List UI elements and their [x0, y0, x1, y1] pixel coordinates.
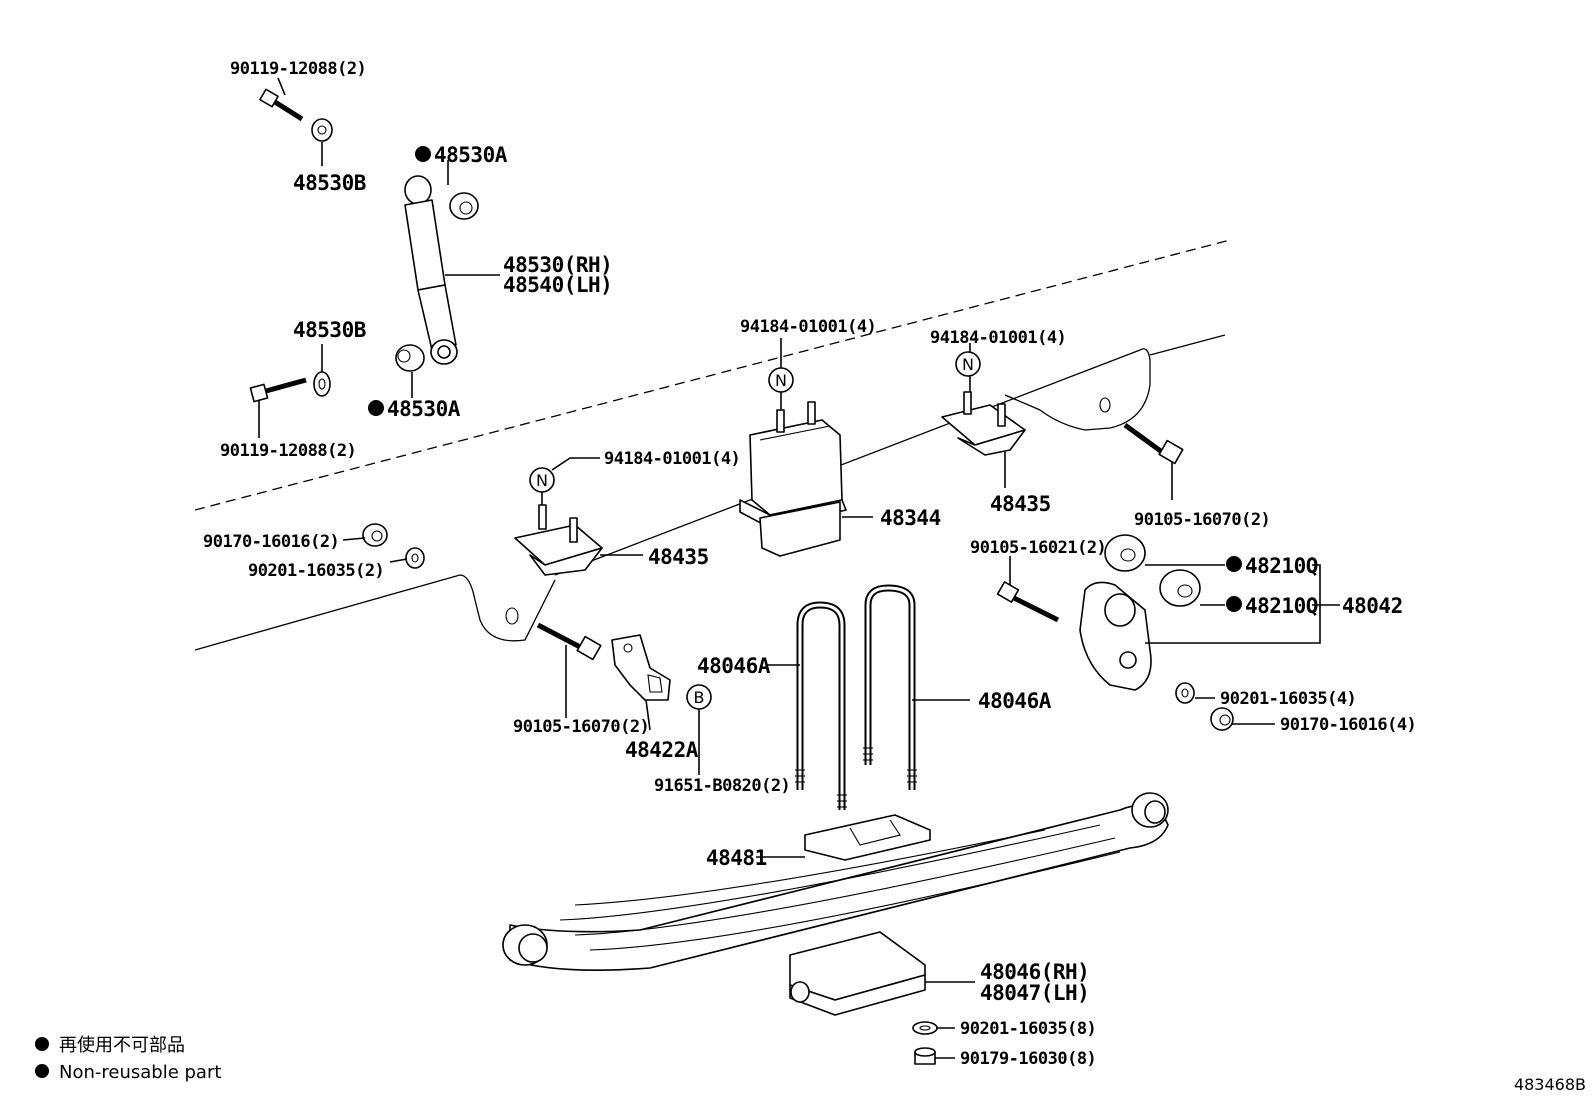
- diagram-code: 483468B: [1514, 1075, 1586, 1094]
- b-marker-text: B: [694, 688, 705, 707]
- label-plate-lh[interactable]: 48047(LH): [980, 981, 1090, 1005]
- label-bolt-lower[interactable]: 90119-12088(2): [220, 441, 357, 461]
- label-bush-2-group[interactable]: 48210Q: [1226, 594, 1318, 618]
- shackle-part: [1079, 581, 1152, 691]
- label-cushion-lower-group[interactable]: 48530A: [368, 397, 461, 421]
- label-nut-top-right[interactable]: 94184-01001(4): [930, 328, 1067, 348]
- bolt-right-mid-part: [996, 581, 1060, 623]
- label-stopper-right[interactable]: 48435: [990, 492, 1051, 516]
- frame-outline: [194, 239, 1231, 651]
- label-plate-rh[interactable]: 48046(RH): [980, 960, 1090, 984]
- label-nut-right[interactable]: 90170-16016(4): [1280, 715, 1417, 735]
- cushion-lower-part: [395, 344, 425, 372]
- label-washer-90201-left[interactable]: 90201-16035(2): [248, 561, 385, 581]
- label-stopper-left[interactable]: 48435: [648, 545, 709, 569]
- non-reusable-dot: [415, 146, 431, 162]
- non-reusable-dot: [1226, 556, 1242, 572]
- label-cushion-upper-group[interactable]: 48530A: [415, 143, 508, 167]
- bush-2-part: [1159, 569, 1201, 607]
- label-bolt-right-top[interactable]: 90105-16070(2): [1134, 510, 1271, 530]
- label-spring-seat[interactable]: 48481: [706, 846, 767, 870]
- stopper-right-part: [941, 391, 1026, 456]
- nut-bottom-part: [914, 1047, 936, 1065]
- nut-90170-left-part: [362, 523, 388, 547]
- legend: 再使用不可部品 Non-reusable part: [35, 1035, 221, 1083]
- n-marker-right: N: [955, 351, 981, 377]
- label-washer-right[interactable]: 90201-16035(4): [1220, 689, 1357, 709]
- ubolt-left-part: [795, 601, 847, 810]
- label-cushion-lower[interactable]: 48530A: [387, 397, 461, 421]
- leader-lines: [258, 77, 1340, 1059]
- label-bolt-upper[interactable]: 90119-12088(2): [230, 59, 367, 79]
- label-nut-left[interactable]: 94184-01001(4): [604, 449, 741, 469]
- legend-dot-1: [35, 1037, 49, 1051]
- legend-line-1: 再使用不可部品: [59, 1035, 185, 1056]
- n-marker-left: N: [529, 467, 555, 493]
- label-bushing-lower[interactable]: 48530B: [293, 318, 366, 342]
- bracket-part: [611, 634, 671, 701]
- legend-dot-2: [35, 1064, 49, 1078]
- label-nut-90170-left[interactable]: 90170-16016(2): [203, 532, 340, 552]
- label-ubolt-left[interactable]: 48046A: [697, 654, 771, 678]
- bush-1-part: [1104, 534, 1146, 572]
- bolt-left-lower-part: [536, 622, 602, 661]
- label-washer-bottom[interactable]: 90201-16035(8): [960, 1019, 1097, 1039]
- label-absorber-rh[interactable]: 48530(RH): [503, 253, 613, 277]
- shock-absorber: [404, 175, 458, 365]
- legend-line-2: Non-reusable part: [59, 1062, 221, 1083]
- label-shackle[interactable]: 48042: [1342, 594, 1403, 618]
- spring-seat-part: [804, 814, 931, 861]
- label-bush-2[interactable]: 48210Q: [1245, 594, 1318, 618]
- n-marker-left-text: N: [536, 471, 548, 490]
- bolt-right-top-part: [1123, 422, 1184, 465]
- leaf-spring: [502, 792, 1169, 972]
- non-reusable-dot: [368, 400, 384, 416]
- label-nut-top-center[interactable]: 94184-01001(4): [740, 317, 877, 337]
- washer-bottom-part: [912, 1021, 938, 1035]
- label-bolt-right-mid[interactable]: 90105-16021(2): [970, 538, 1107, 558]
- bolt-upper-part: [259, 88, 304, 122]
- bushing-upper-part: [311, 118, 333, 142]
- label-ubolt-right[interactable]: 48046A: [978, 689, 1052, 713]
- label-bracket[interactable]: 48422A: [625, 738, 699, 762]
- label-bolt-left-lower[interactable]: 90105-16070(2): [513, 717, 650, 737]
- label-bumper-center[interactable]: 48344: [880, 506, 941, 530]
- label-cushion-upper[interactable]: 48530A: [434, 143, 508, 167]
- nut-right-part: [1210, 707, 1234, 731]
- cushion-upper-part: [449, 192, 479, 220]
- part-labels: 90119-12088(2) 48530B 48530A 48530(RH) 4…: [203, 59, 1417, 1069]
- n-marker-center: N: [768, 367, 794, 393]
- washer-right-part: [1175, 682, 1195, 704]
- non-reusable-dot: [1226, 596, 1242, 612]
- n-marker-right-text: N: [962, 355, 974, 374]
- spring-plate-part: [789, 931, 926, 1016]
- bolt-lower-part: [249, 377, 307, 403]
- label-bolt-b[interactable]: 91651-B0820(2): [654, 776, 791, 796]
- bumper-part: [739, 401, 847, 557]
- bushing-lower-part: [313, 371, 331, 397]
- b-marker: B: [686, 684, 712, 710]
- label-bush-1[interactable]: 48210Q: [1245, 554, 1318, 578]
- label-nut-bottom[interactable]: 90179-16030(8): [960, 1049, 1097, 1069]
- label-bush-1-group[interactable]: 48210Q: [1226, 554, 1318, 578]
- ubolt-right-part: [863, 584, 917, 790]
- n-marker-center-text: N: [775, 371, 787, 390]
- label-bushing-upper[interactable]: 48530B: [293, 171, 366, 195]
- washer-90201-left-part: [405, 547, 425, 569]
- stopper-left-part: [514, 504, 603, 576]
- label-absorber-lh[interactable]: 48540(LH): [503, 273, 613, 297]
